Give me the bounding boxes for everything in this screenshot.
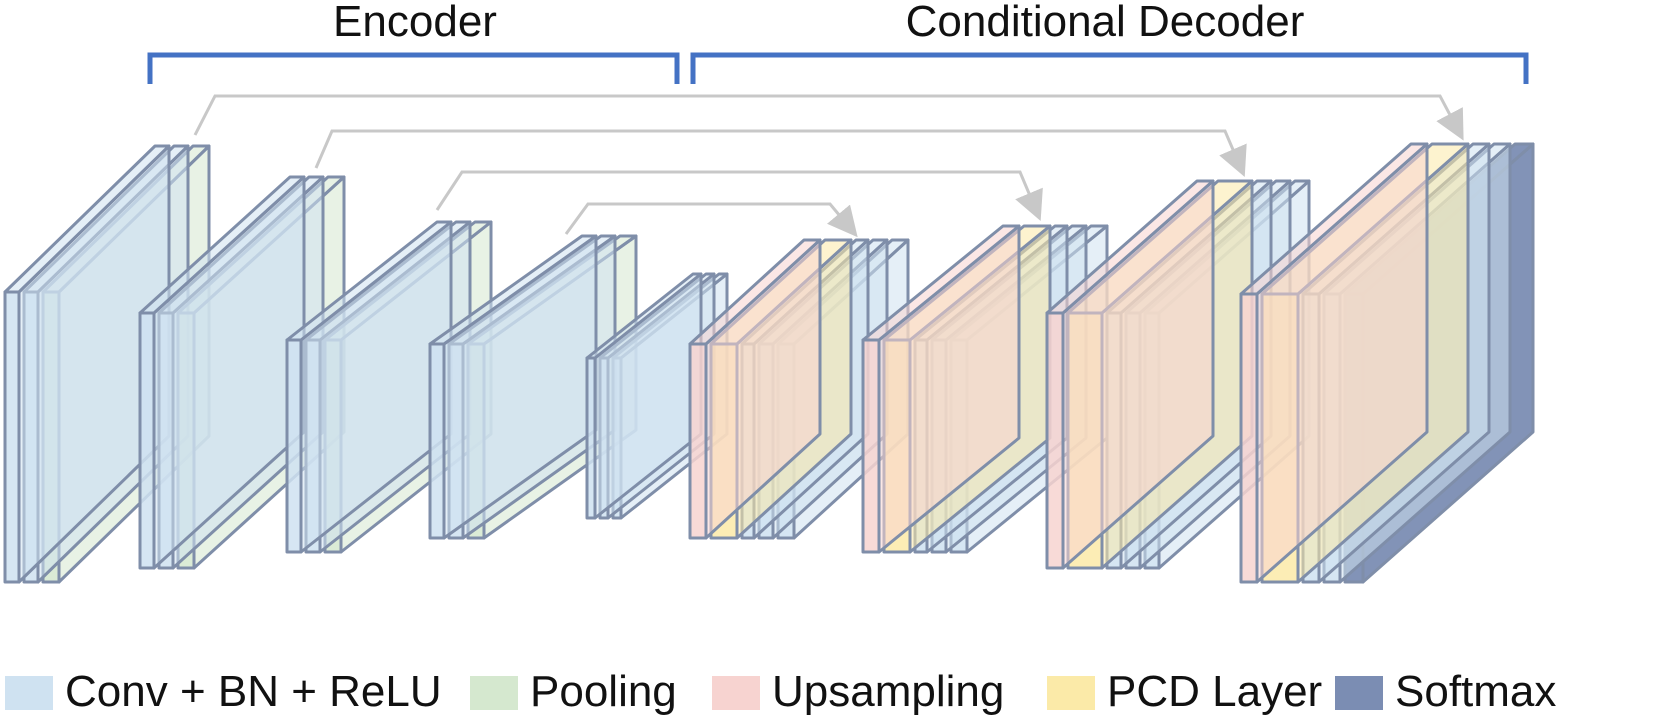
legend-swatch-pooling [470, 676, 518, 710]
decoder-bracket [690, 52, 1529, 84]
skip-3 [435, 170, 1043, 222]
legend-label-upsampling: Upsampling [772, 667, 1005, 716]
skip-connections [193, 94, 1464, 238]
layer-group-enc3 [285, 220, 493, 554]
slab-front-up [861, 338, 881, 554]
slab-front-conv [3, 290, 21, 584]
layer-group-dec1 [688, 238, 910, 540]
layer-group-enc1 [3, 144, 211, 584]
encoder-title: Encoder [333, 0, 497, 46]
legend-swatch-pcd [1047, 676, 1095, 710]
slab-front-conv [585, 356, 597, 520]
layer-group-enc2 [138, 175, 346, 570]
layer-group-enc4 [428, 234, 638, 540]
layer-group-dec4 [1239, 142, 1535, 584]
legend-label-softmax: Softmax [1395, 667, 1557, 716]
legend-swatch-upsampling [712, 676, 760, 710]
slab-front-conv [428, 342, 446, 540]
decoder-title: Conditional Decoder [905, 0, 1305, 46]
skip-2 [314, 129, 1247, 178]
legend-swatch-softmax [1335, 676, 1383, 710]
legend: Conv + BN + ReLU Pooling Upsampling PCD … [0, 664, 1661, 720]
slab-front-up [688, 342, 708, 540]
legend-label-pooling: Pooling [530, 667, 677, 716]
legend-label-pcd: PCD Layer [1107, 667, 1323, 716]
skip-4 [564, 202, 858, 238]
legend-swatch-conv [5, 676, 53, 710]
encoder-bracket [147, 52, 680, 84]
network-diagram-svg [3, 52, 1535, 584]
layer-group-dec3 [1045, 179, 1311, 570]
legend-label-conv: Conv + BN + ReLU [65, 667, 442, 716]
slab-front-conv [285, 338, 303, 554]
slab-front-up [1045, 311, 1065, 570]
slab-front-conv [138, 311, 156, 570]
layer-blocks [3, 142, 1535, 584]
skip-1 [193, 94, 1464, 141]
slab-front-up [1239, 292, 1259, 584]
